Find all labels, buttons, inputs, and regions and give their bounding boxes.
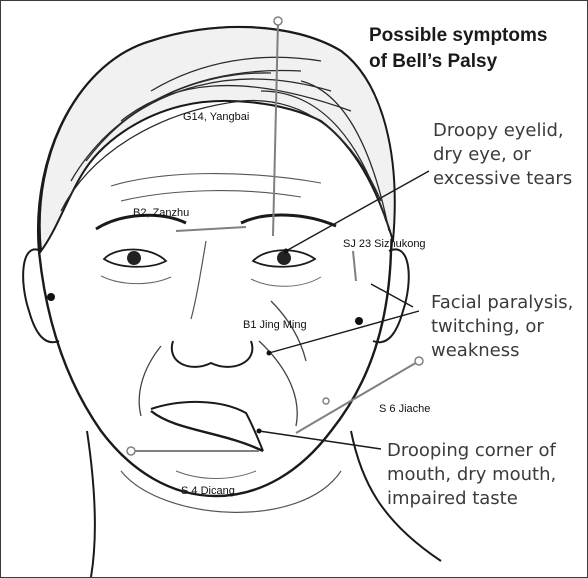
symptom-face-line-1: Facial paralysis, [431, 291, 573, 315]
right-iris [277, 251, 291, 265]
point-label-s4: S 4 Dicang [181, 485, 235, 497]
left-ear-point [47, 293, 55, 301]
symptom-mouth: Drooping corner of mouth, dry mouth, imp… [387, 439, 556, 511]
symptom-face: Facial paralysis, twitching, or weakness [431, 291, 573, 363]
point-label-sj23: SJ 23 Sizhukong [343, 238, 426, 250]
symptom-eye-line-2: dry eye, or [433, 143, 572, 167]
symptom-eye-line-3: excessive tears [433, 167, 572, 191]
symptom-face-line-3: weakness [431, 339, 573, 363]
point-label-b1: B1 Jing Ming [243, 319, 307, 331]
point-label-g14: G14, Yangbai [183, 111, 249, 123]
point-label-s6: S 6 Jiache [379, 403, 430, 415]
symptom-mouth-line-1: Drooping corner of [387, 439, 556, 463]
title-line-2: of Bell’s Palsy [369, 49, 585, 75]
symptom-eye: Droopy eyelid, dry eye, or excessive tea… [433, 119, 572, 191]
symptom-eye-line-1: Droopy eyelid, [433, 119, 572, 143]
diagram-title: Possible symptoms of Bell’s Palsy [369, 23, 585, 75]
point-label-b2: B2, Zanzhu [133, 207, 189, 219]
symptom-mouth-line-3: impaired taste [387, 487, 556, 511]
title-line-1: Possible symptoms [369, 23, 585, 49]
left-iris [127, 251, 141, 265]
right-ear-point [355, 317, 363, 325]
symptom-mouth-line-2: mouth, dry mouth, [387, 463, 556, 487]
symptom-face-line-2: twitching, or [431, 315, 573, 339]
